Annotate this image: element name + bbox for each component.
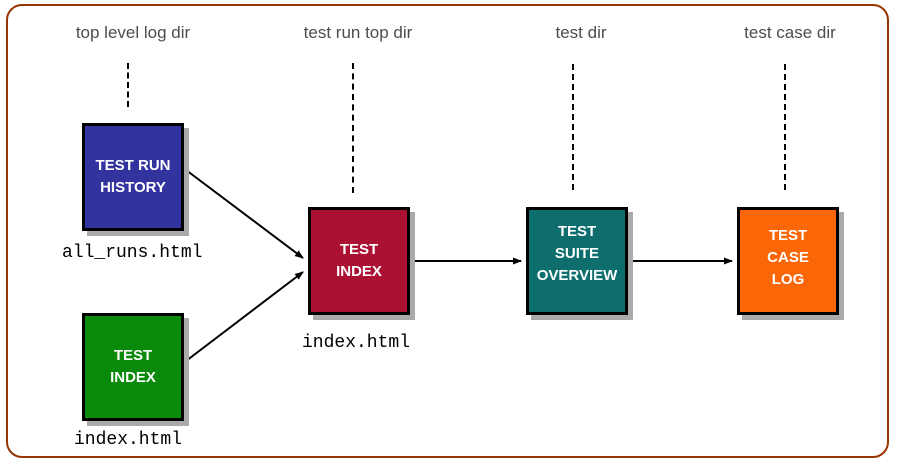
file-label-all-runs-html: all_runs.html: [62, 243, 203, 263]
node-test-index-toplevel: TEST INDEX: [82, 313, 184, 421]
column-header-top-level-log-dir: top level log dir: [75, 23, 191, 42]
column-guide-dashed-line-2: [352, 63, 354, 193]
file-label-index-html-run: index.html: [302, 333, 411, 353]
node-test-suite-overview-label: TEST SUITE OVERVIEW: [536, 223, 618, 284]
column-header-test-dir: test dir: [555, 23, 607, 42]
column-header-test-case-dir: test case dir: [744, 23, 836, 42]
node-test-index-run: TEST INDEX: [308, 207, 410, 315]
node-test-suite-overview: TEST SUITE OVERVIEW: [526, 207, 628, 315]
column-guide-dashed-line-1: [127, 63, 129, 107]
node-test-index-toplevel-label: TEST INDEX: [110, 347, 156, 386]
node-test-index-run-label: TEST INDEX: [336, 241, 382, 280]
file-label-index-html-toplevel: index.html: [74, 430, 183, 450]
node-test-case-log: TEST CASE LOG: [737, 207, 839, 315]
column-header-test-run-top-dir: test run top dir: [303, 23, 413, 42]
page-border-frame: [6, 4, 889, 458]
column-guide-dashed-line-3: [572, 64, 574, 190]
node-test-run-history: TEST RUN HISTORY: [82, 123, 184, 231]
node-test-case-log-label: TEST CASE LOG: [767, 227, 809, 288]
node-test-run-history-label: TEST RUN HISTORY: [95, 157, 171, 196]
column-guide-dashed-line-4: [784, 64, 786, 190]
